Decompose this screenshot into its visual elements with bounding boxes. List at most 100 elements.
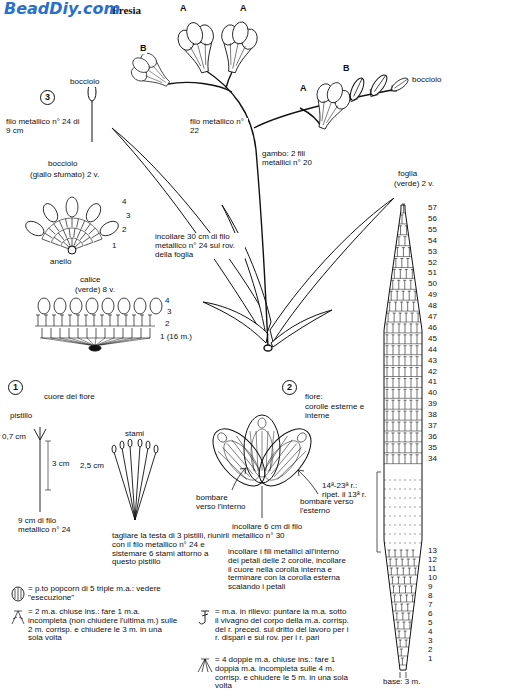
stitch (384, 387, 422, 388)
stitch (405, 378, 406, 387)
row-number: 34 (428, 455, 437, 464)
row-number: 13 (428, 547, 437, 556)
stitch (400, 313, 401, 322)
row-gap (384, 516, 422, 517)
stitch (385, 322, 421, 323)
stitch (415, 291, 416, 300)
row-gap (384, 543, 422, 544)
stitch (393, 444, 394, 453)
stitch (404, 586, 407, 587)
stitch (399, 269, 402, 270)
stitch (412, 302, 415, 303)
row-number: 12 (428, 556, 437, 565)
stitch (390, 568, 393, 569)
stitch (94, 315, 95, 326)
stitch (402, 613, 403, 620)
stitch (384, 441, 422, 442)
stitch (405, 444, 406, 453)
stitch (398, 411, 401, 412)
legend-text: = 2 m.a. chiuse ins.: fare 1 m.a. incomp… (28, 608, 178, 643)
stitch (54, 224, 59, 231)
stitch (132, 315, 136, 316)
stem-line (168, 82, 232, 92)
stitch (80, 233, 86, 240)
stitch (110, 315, 111, 326)
stitch (410, 586, 413, 587)
stitch (40, 338, 150, 339)
stitch (411, 346, 412, 355)
stitch (389, 302, 390, 311)
stitch (392, 454, 395, 455)
stitch (393, 335, 394, 344)
stitch-symbol (8, 608, 28, 626)
stitch (417, 378, 418, 387)
row-number: 46 (428, 324, 437, 333)
stitch (401, 613, 404, 614)
stitch (408, 291, 411, 292)
stitch (78, 328, 79, 338)
stitch (411, 400, 412, 409)
stitch (123, 328, 124, 338)
stitch (411, 368, 412, 377)
dimension-line (45, 441, 51, 490)
stitch (105, 328, 106, 338)
note: bocciolo (412, 76, 441, 85)
stitch (86, 315, 87, 326)
note: incollare 6 cm di filo metallico n° 30 (232, 523, 312, 541)
stitch (388, 550, 391, 551)
legend-text: = 4 doppie m.a. chiuse ins.: fare 1 dopp… (215, 656, 350, 691)
stitch (390, 559, 391, 566)
stitch (388, 302, 391, 303)
stitch (411, 595, 414, 596)
stitch (399, 640, 402, 641)
stitch (85, 224, 90, 231)
note: filo metallico n° 22 (190, 118, 248, 136)
legend-item: = p.to popcorn di 5 triple m.a.: vedere … (8, 585, 173, 603)
stitch (393, 313, 396, 314)
stitch (406, 226, 407, 235)
stitch (384, 332, 422, 333)
popcorn (12, 587, 24, 601)
flower (306, 77, 354, 134)
stitch (45, 233, 53, 238)
stitch (404, 577, 405, 584)
popcorn (296, 431, 309, 444)
row-number: 42 (428, 368, 437, 377)
stitch (395, 302, 396, 311)
stitch (408, 613, 409, 620)
stitch (410, 443, 413, 444)
stitch (391, 278, 414, 279)
stitch (67, 239, 71, 247)
stitch (401, 214, 404, 215)
stitch (62, 315, 63, 326)
stitch (396, 568, 399, 569)
note: fiore: (305, 393, 323, 402)
stitch (412, 269, 413, 278)
stitch (405, 225, 408, 226)
stitch (72, 238, 73, 247)
stitch (35, 326, 155, 327)
stitch (394, 313, 395, 322)
note: (verde) 2 v. (394, 180, 434, 189)
stitch (77, 219, 79, 228)
circled-number: 3 (40, 90, 55, 105)
stitch (398, 280, 399, 289)
stitch (227, 444, 253, 475)
stitch (393, 595, 396, 596)
stitch (391, 568, 392, 575)
stitch (49, 228, 56, 234)
stitch (409, 248, 410, 257)
stitch (399, 586, 400, 593)
stitch (250, 431, 254, 471)
stitch (399, 665, 406, 666)
stitch (393, 400, 394, 409)
stitch (406, 604, 409, 605)
stitch (401, 550, 402, 557)
row-number: 48 (428, 302, 437, 311)
callout-letter: A (240, 4, 247, 14)
stitch (69, 228, 70, 237)
stitch (411, 324, 412, 333)
stitch-symbol (195, 608, 215, 626)
stitch (76, 315, 80, 316)
stitch (68, 315, 72, 316)
